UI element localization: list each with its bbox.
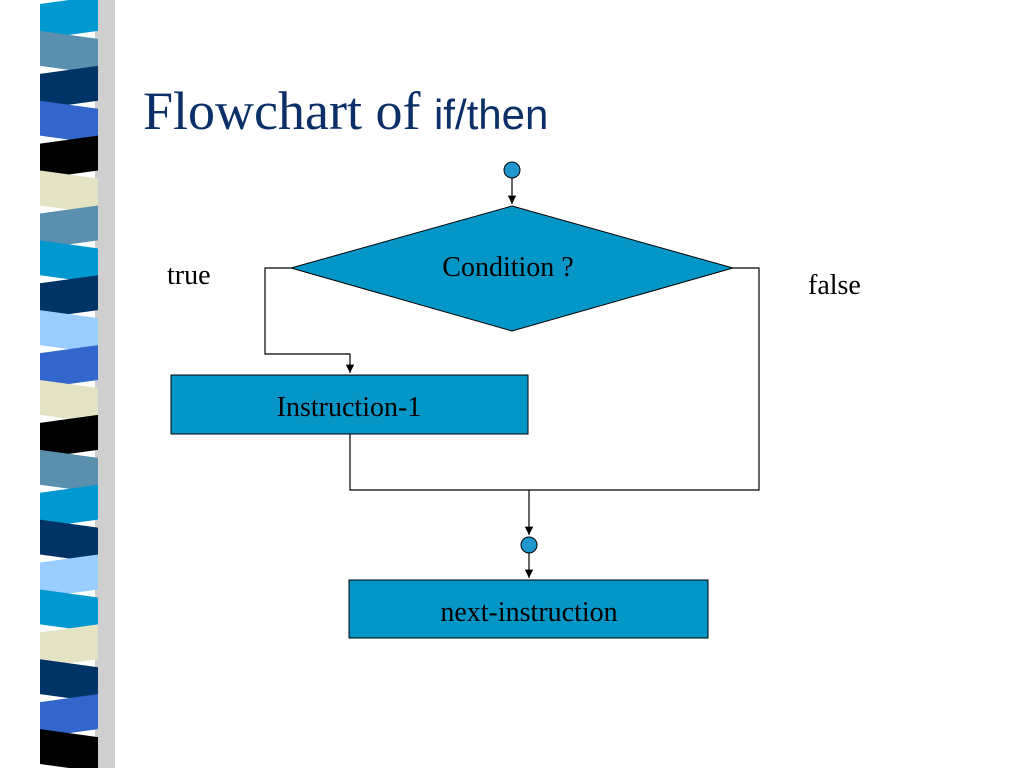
false-label: false [808, 270, 861, 301]
decor-stripe [40, 205, 98, 249]
decor-stripe [40, 275, 98, 319]
decor-stripe [40, 170, 98, 214]
decor-stripe [40, 519, 98, 563]
start-connector [503, 161, 521, 179]
merge-line [349, 434, 529, 491]
decor-stripe [40, 484, 98, 528]
decor-stripe [40, 659, 98, 703]
decor-stripe [40, 100, 98, 144]
next-instruction-box [348, 579, 709, 639]
false-branch-line [529, 267, 760, 491]
decor-stripe [40, 589, 98, 633]
decor-stripe [40, 240, 98, 284]
condition-diamond [289, 205, 735, 332]
decor-stripe [40, 0, 98, 39]
stripe-shadow [95, 0, 115, 768]
instruction-1-box [170, 374, 529, 435]
title-text-part1: Flowchart of [143, 81, 434, 141]
decor-stripe [40, 380, 98, 423]
decor-stripe [40, 65, 98, 109]
condition-label: Condition ? [442, 252, 573, 283]
decor-stripe [40, 449, 98, 493]
decor-stripe [40, 135, 98, 179]
true-branch-line [264, 267, 355, 373]
decor-stripe [40, 554, 98, 598]
decorative-stripe-bar [40, 0, 115, 768]
next-instruction-label: next-instruction [440, 597, 617, 628]
decor-stripe [40, 414, 98, 458]
decor-stripe [40, 345, 98, 388]
decor-stripe [40, 310, 98, 354]
decor-stripe [40, 729, 98, 768]
merge-connector [520, 536, 538, 554]
decor-stripe [40, 694, 98, 738]
instruction-1-label: Instruction-1 [277, 392, 422, 423]
decor-stripe [40, 30, 98, 74]
title-text-part2: if/then [433, 91, 549, 138]
true-label: true [167, 260, 211, 291]
slide-title: Flowchart of if/then [143, 84, 548, 138]
decor-stripe [40, 624, 98, 668]
